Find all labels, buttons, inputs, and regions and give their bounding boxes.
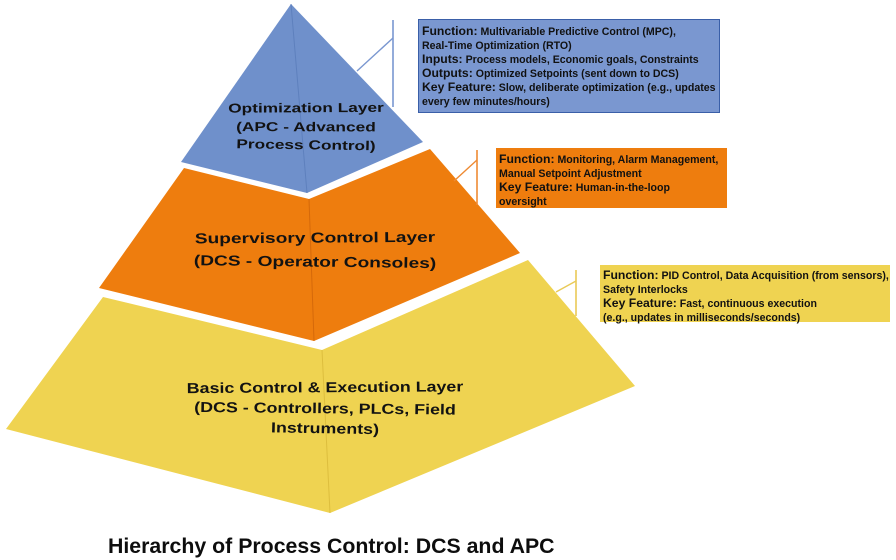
callout-body-segment: (e.g., updates in milliseconds/seconds) — [603, 312, 801, 324]
pyramid-label-line: Basic Control & Execution Layer — [186, 379, 464, 398]
callout-heading-segment: Key Feature: — [499, 180, 573, 194]
callout-text-line: Key Feature: Human-in-the-loop — [499, 180, 727, 194]
pyramid-layer-supervisory-shape — [99, 149, 520, 341]
callout-body-segment: Safety Interlocks — [603, 284, 688, 296]
pyramid-label-basic: Basic Control & Execution Layer (DCS - C… — [187, 378, 464, 440]
callout-text-line: Manual Setpoint Adjustment — [499, 166, 727, 180]
callout-text-line: oversight — [499, 194, 727, 208]
callout-heading-segment: Outputs: — [422, 66, 473, 80]
callout-basic: Function: PID Control, Data Acquisition … — [600, 265, 890, 324]
callout-body-segment: PID Control, Data Acquisition (from sens… — [658, 270, 889, 282]
callout-body-segment: Process models, Economic goals, Constrai… — [462, 54, 699, 66]
callout-body-segment: every few minutes/hours) — [422, 96, 550, 108]
pyramid-front-edge-supervisory — [308, 198, 315, 342]
callout-text-line: Function: PID Control, Data Acquisition … — [603, 268, 890, 282]
callout-text-line: Function: Monitoring, Alarm Management, — [499, 152, 727, 166]
callout-body-segment: Fast, continuous execution — [676, 298, 817, 310]
callout-body-segment: Manual Setpoint Adjustment — [499, 168, 642, 180]
callout-heading-segment: Function: — [603, 268, 659, 282]
callout-text-line: Real-Time Optimization (RTO) — [422, 38, 719, 52]
callout-text-line: (e.g., updates in milliseconds/seconds) — [603, 310, 890, 324]
callout-text-line: Key Feature: Slow, deliberate optimizati… — [422, 80, 719, 94]
callout-heading-segment: Function: — [422, 24, 478, 38]
pyramid-label-line: Optimization Layer — [228, 99, 384, 116]
callout-supervisory: Function: Monitoring, Alarm Management, … — [496, 148, 727, 208]
callout-leader-basic — [555, 280, 577, 293]
callout-text-line: Function: Multivariable Predictive Contr… — [422, 24, 719, 38]
callout-heading-segment: Function: — [499, 152, 555, 166]
callout-body-segment: Multivariable Predictive Control (MPC), — [477, 26, 676, 38]
callout-text-line: Inputs: Process models, Economic goals, … — [422, 52, 719, 66]
callout-text-line: Key Feature: Fast, continuous execution — [603, 296, 890, 310]
pyramid-layer-optimization-shape — [181, 4, 423, 193]
pyramid-label-line: Supervisory Control Layer — [194, 229, 436, 248]
callout-leader-supervisory — [453, 159, 478, 182]
diagram-title: Hierarchy of Process Control: DCS and AP… — [108, 533, 555, 558]
callout-text-line: Safety Interlocks — [603, 282, 890, 296]
callout-text-line: Outputs: Optimized Setpoints (sent down … — [422, 66, 719, 80]
pyramid-label-optimization: Optimization Layer (APC - Advanced Proce… — [228, 99, 384, 155]
callout-body-segment: Monitoring, Alarm Management, — [554, 154, 719, 166]
callout-heading-segment: Inputs: — [422, 52, 463, 66]
callout-optimization: Function: Multivariable Predictive Contr… — [418, 19, 720, 113]
callout-body-segment: Optimized Setpoints (sent down to DCS) — [472, 68, 679, 80]
pyramid-layer-basic-shape — [6, 260, 635, 513]
pyramid-label-line: Instruments) — [270, 420, 380, 439]
callout-heading-segment: Key Feature: — [603, 296, 677, 310]
callout-body-segment: oversight — [499, 196, 547, 208]
callout-body-segment: Human-in-the-loop — [572, 182, 670, 194]
pyramid-label-line: (DCS - Operator Consoles) — [193, 253, 437, 273]
callout-leader-optimization — [356, 37, 394, 72]
callout-heading-segment: Key Feature: — [422, 80, 496, 94]
pyramid-label-line: (APC - Advanced — [236, 118, 376, 134]
callout-body-segment: Real-Time Optimization (RTO) — [422, 40, 572, 52]
pyramid-label-supervisory: Supervisory Control Layer (DCS - Operato… — [193, 227, 437, 276]
pyramid-front-edge-basic — [321, 349, 331, 514]
pyramid-front-edge-optimization — [290, 3, 308, 194]
pyramid-label-line: Process Control) — [236, 136, 376, 154]
callout-text-line: every few minutes/hours) — [422, 94, 719, 108]
callout-body-segment: Slow, deliberate optimization (e.g., upd… — [495, 82, 716, 94]
